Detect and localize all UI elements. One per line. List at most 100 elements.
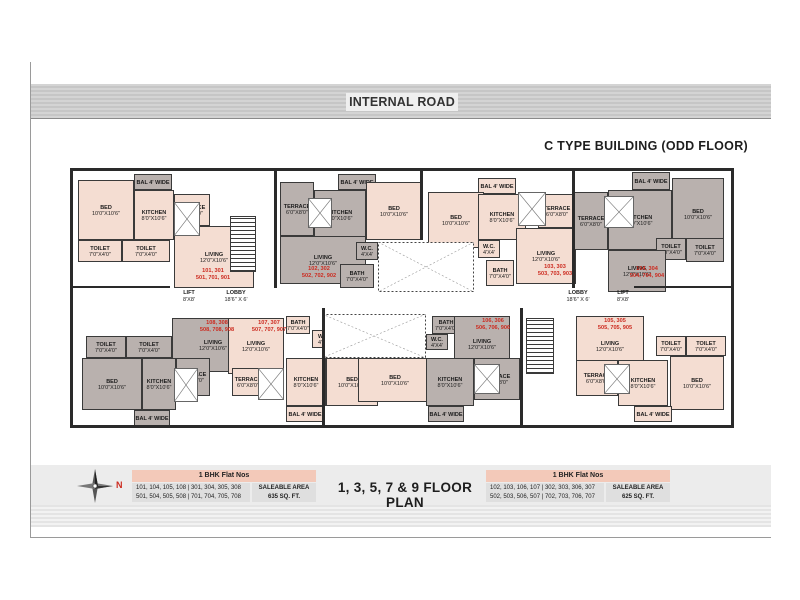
room-bal-4-wide: BAL 4' WIDE xyxy=(478,178,516,194)
room-label: BAL 4' WIDE xyxy=(633,179,669,186)
room-dimension: 12'0"X10'6" xyxy=(199,258,229,264)
room-dimension: 10'0"X10'6" xyxy=(441,221,471,227)
flat-number-line1: 106, 306 xyxy=(482,318,504,324)
room-name: BATH xyxy=(492,267,508,274)
room-dimension: 7'0"X4'0" xyxy=(135,252,157,258)
open-void-icon xyxy=(378,242,474,292)
flat-number-line1: 102, 302 xyxy=(308,266,330,272)
room-dimension: 10'0"X10'6" xyxy=(682,384,712,390)
room-dimension: 6'0"X8'0" xyxy=(286,210,308,216)
road-border-bottom xyxy=(31,118,771,119)
room-name: BAL 4' WIDE xyxy=(480,183,514,190)
room-dimension: 8'0"X10'6" xyxy=(141,216,167,222)
room-dimension: 4'X4' xyxy=(431,343,443,349)
room-label: BAL 4' WIDE xyxy=(135,416,169,423)
room-dimension: 6'0"X8'0" xyxy=(237,383,259,389)
room-dimension: 7'0"X4'0" xyxy=(695,347,717,353)
room-label: BAL 4' WIDE xyxy=(635,412,671,419)
room-dimension: 7'0"X4'0" xyxy=(660,250,682,256)
duct-shaft-icon xyxy=(308,198,332,228)
footer-stripes xyxy=(31,505,771,527)
core-name: LIFT xyxy=(183,290,195,296)
room-name: KITCHEN xyxy=(146,378,172,385)
flat-number-line1: 103, 303 xyxy=(544,264,566,270)
legend-left-line1: 101, 104, 105, 108 | 301, 304, 305, 308 xyxy=(136,485,241,491)
flat-number-line2: 508, 708, 908 xyxy=(199,326,235,333)
room-name: BAL 4' WIDE xyxy=(636,411,670,418)
legend-left-flat-numbers: 101, 104, 105, 108 | 301, 304, 305, 308 … xyxy=(132,483,250,502)
room-name: BED xyxy=(388,205,400,212)
wall xyxy=(274,168,277,288)
room-dimension: 6'0"X8'0" xyxy=(586,379,608,385)
room-dimension: 7'0"X4'0" xyxy=(694,251,716,257)
room-dimension: 8'0"X10'6" xyxy=(293,383,319,389)
core-name: LOBBY xyxy=(568,290,588,296)
room-dimension: 12'0"X10'6" xyxy=(595,347,625,353)
legend-left-line2: 501, 504, 505, 508 | 701, 704, 705, 708 xyxy=(136,494,241,500)
room-name: TOILET xyxy=(661,243,681,250)
room-name: TOILET xyxy=(696,340,716,347)
legend-left-area-label: SALEABLE AREA xyxy=(258,485,310,491)
room-w-c: W.C.4'X4' xyxy=(426,334,448,350)
duct-shaft-icon xyxy=(604,364,630,394)
core-dim: 18'6" X 6' xyxy=(566,296,590,303)
room-name: LIVING xyxy=(204,251,224,258)
room-name: TERRACE xyxy=(577,215,605,222)
room-dimension: 10'0"X10'6" xyxy=(683,215,713,221)
room-dimension: 7'0"X4'0" xyxy=(435,326,457,332)
compass-north-label: N xyxy=(116,480,123,490)
room-bal-4-wide: BAL 4' WIDE xyxy=(134,174,172,190)
duct-shaft-icon xyxy=(604,196,634,228)
room-name: KITCHEN xyxy=(327,209,353,216)
room-bal-4-wide: BAL 4' WIDE xyxy=(286,406,324,422)
room-dimension: 8'0"X10'6" xyxy=(489,218,515,224)
legend-left-heading: 1 BHK Flat Nos xyxy=(132,470,316,482)
room-name: BED xyxy=(691,377,703,384)
flat-number-line2: 505, 705, 905 xyxy=(597,324,633,331)
compass-icon xyxy=(77,469,113,503)
room-name: BAL 4' WIDE xyxy=(135,415,169,422)
room-name: KITCHEN xyxy=(293,376,319,383)
flat-number-line2: 506, 706, 906 xyxy=(475,324,511,331)
room-dimension: 7'0"X4'0" xyxy=(95,348,117,354)
room-name: KITCHEN xyxy=(141,209,167,216)
room-bal-4-wide: BAL 4' WIDE xyxy=(634,406,672,422)
legend-right-heading: 1 BHK Flat Nos xyxy=(486,470,670,482)
duct-shaft-icon xyxy=(518,192,546,226)
room-name: BED xyxy=(106,378,118,385)
duct-shaft-icon xyxy=(474,364,500,394)
room-name: TOILET xyxy=(695,244,715,251)
